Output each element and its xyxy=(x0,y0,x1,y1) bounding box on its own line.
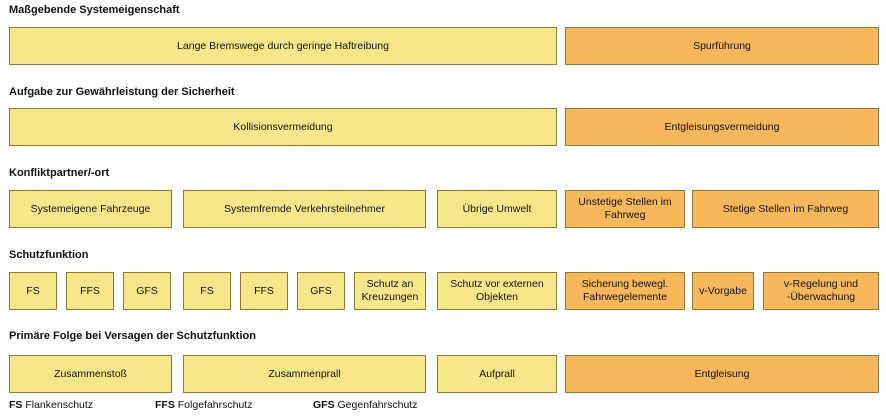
section-header-conflict: Konfliktpartner/-ort xyxy=(9,167,110,179)
box-protection-gfs-2: GFS xyxy=(297,272,345,310)
box-protection-external-objects: Schutz vor externen Objekten xyxy=(437,272,557,310)
legend-abbr: FFS xyxy=(155,399,175,411)
box-consequence-collision: Zusammenstoß xyxy=(9,355,172,393)
box-protection-gfs-1: GFS xyxy=(123,272,171,310)
box-consequence-impact-traffic: Zusammenprall xyxy=(183,355,426,393)
box-consequence-derailment: Entgleisung xyxy=(565,355,879,393)
section-header-consequence: Primäre Folge bei Versagen der Schutzfun… xyxy=(9,330,256,342)
box-conflict-environment: Übrige Umwelt xyxy=(437,190,557,228)
box-conflict-external-traffic: Systemfremde Verkehrsteilnehmer xyxy=(183,190,426,228)
box-conflict-discontinuous-track: Unstetige Stellen im Fahrweg xyxy=(565,190,685,228)
legend-item-gfs: GFS Gegenfahrschutz xyxy=(313,399,417,411)
box-property-braking: Lange Bremswege durch geringe Haftreibun… xyxy=(9,27,557,65)
section-header-protection: Schutzfunktion xyxy=(9,249,89,261)
section-header-property: Maßgebende Systemeigenschaft xyxy=(9,4,180,16)
legend-item-fs: FS Flankenschutz xyxy=(9,399,93,411)
box-protection-fs-1: FS xyxy=(9,272,57,310)
legend-abbr: GFS xyxy=(313,399,335,411)
box-protection-speed-control: v-Regelung und -Überwachung xyxy=(763,272,879,310)
legend-text: Folgefahrschutz xyxy=(177,399,253,411)
legend-abbr: FS xyxy=(9,399,23,411)
box-protection-crossings: Schutz an Kreuzungen xyxy=(354,272,426,310)
legend-item-ffs: FFS Folgefahrschutz xyxy=(155,399,252,411)
box-task-derailment: Entgleisungsvermeidung xyxy=(565,108,879,146)
box-task-collision: Kollisionsvermeidung xyxy=(9,108,557,146)
box-protection-fs-2: FS xyxy=(183,272,231,310)
box-protection-ffs-2: FFS xyxy=(240,272,288,310)
box-conflict-continuous-track: Stetige Stellen im Fahrweg xyxy=(692,190,879,228)
box-consequence-impact: Aufprall xyxy=(437,355,557,393)
box-protection-speed-setting: v-Vorgabe xyxy=(692,272,754,310)
legend-text: Gegenfahrschutz xyxy=(337,399,418,411)
box-protection-movable-elements: Sicherung bewegl. Fahrwegelemente xyxy=(565,272,685,310)
legend-text: Flankenschutz xyxy=(25,399,94,411)
box-protection-ffs-1: FFS xyxy=(66,272,114,310)
box-conflict-own-vehicles: Systemeigene Fahrzeuge xyxy=(9,190,172,228)
box-property-guidance: Spurführung xyxy=(565,27,879,65)
section-header-task: Aufgabe zur Gewährleistung der Sicherhei… xyxy=(9,86,235,98)
